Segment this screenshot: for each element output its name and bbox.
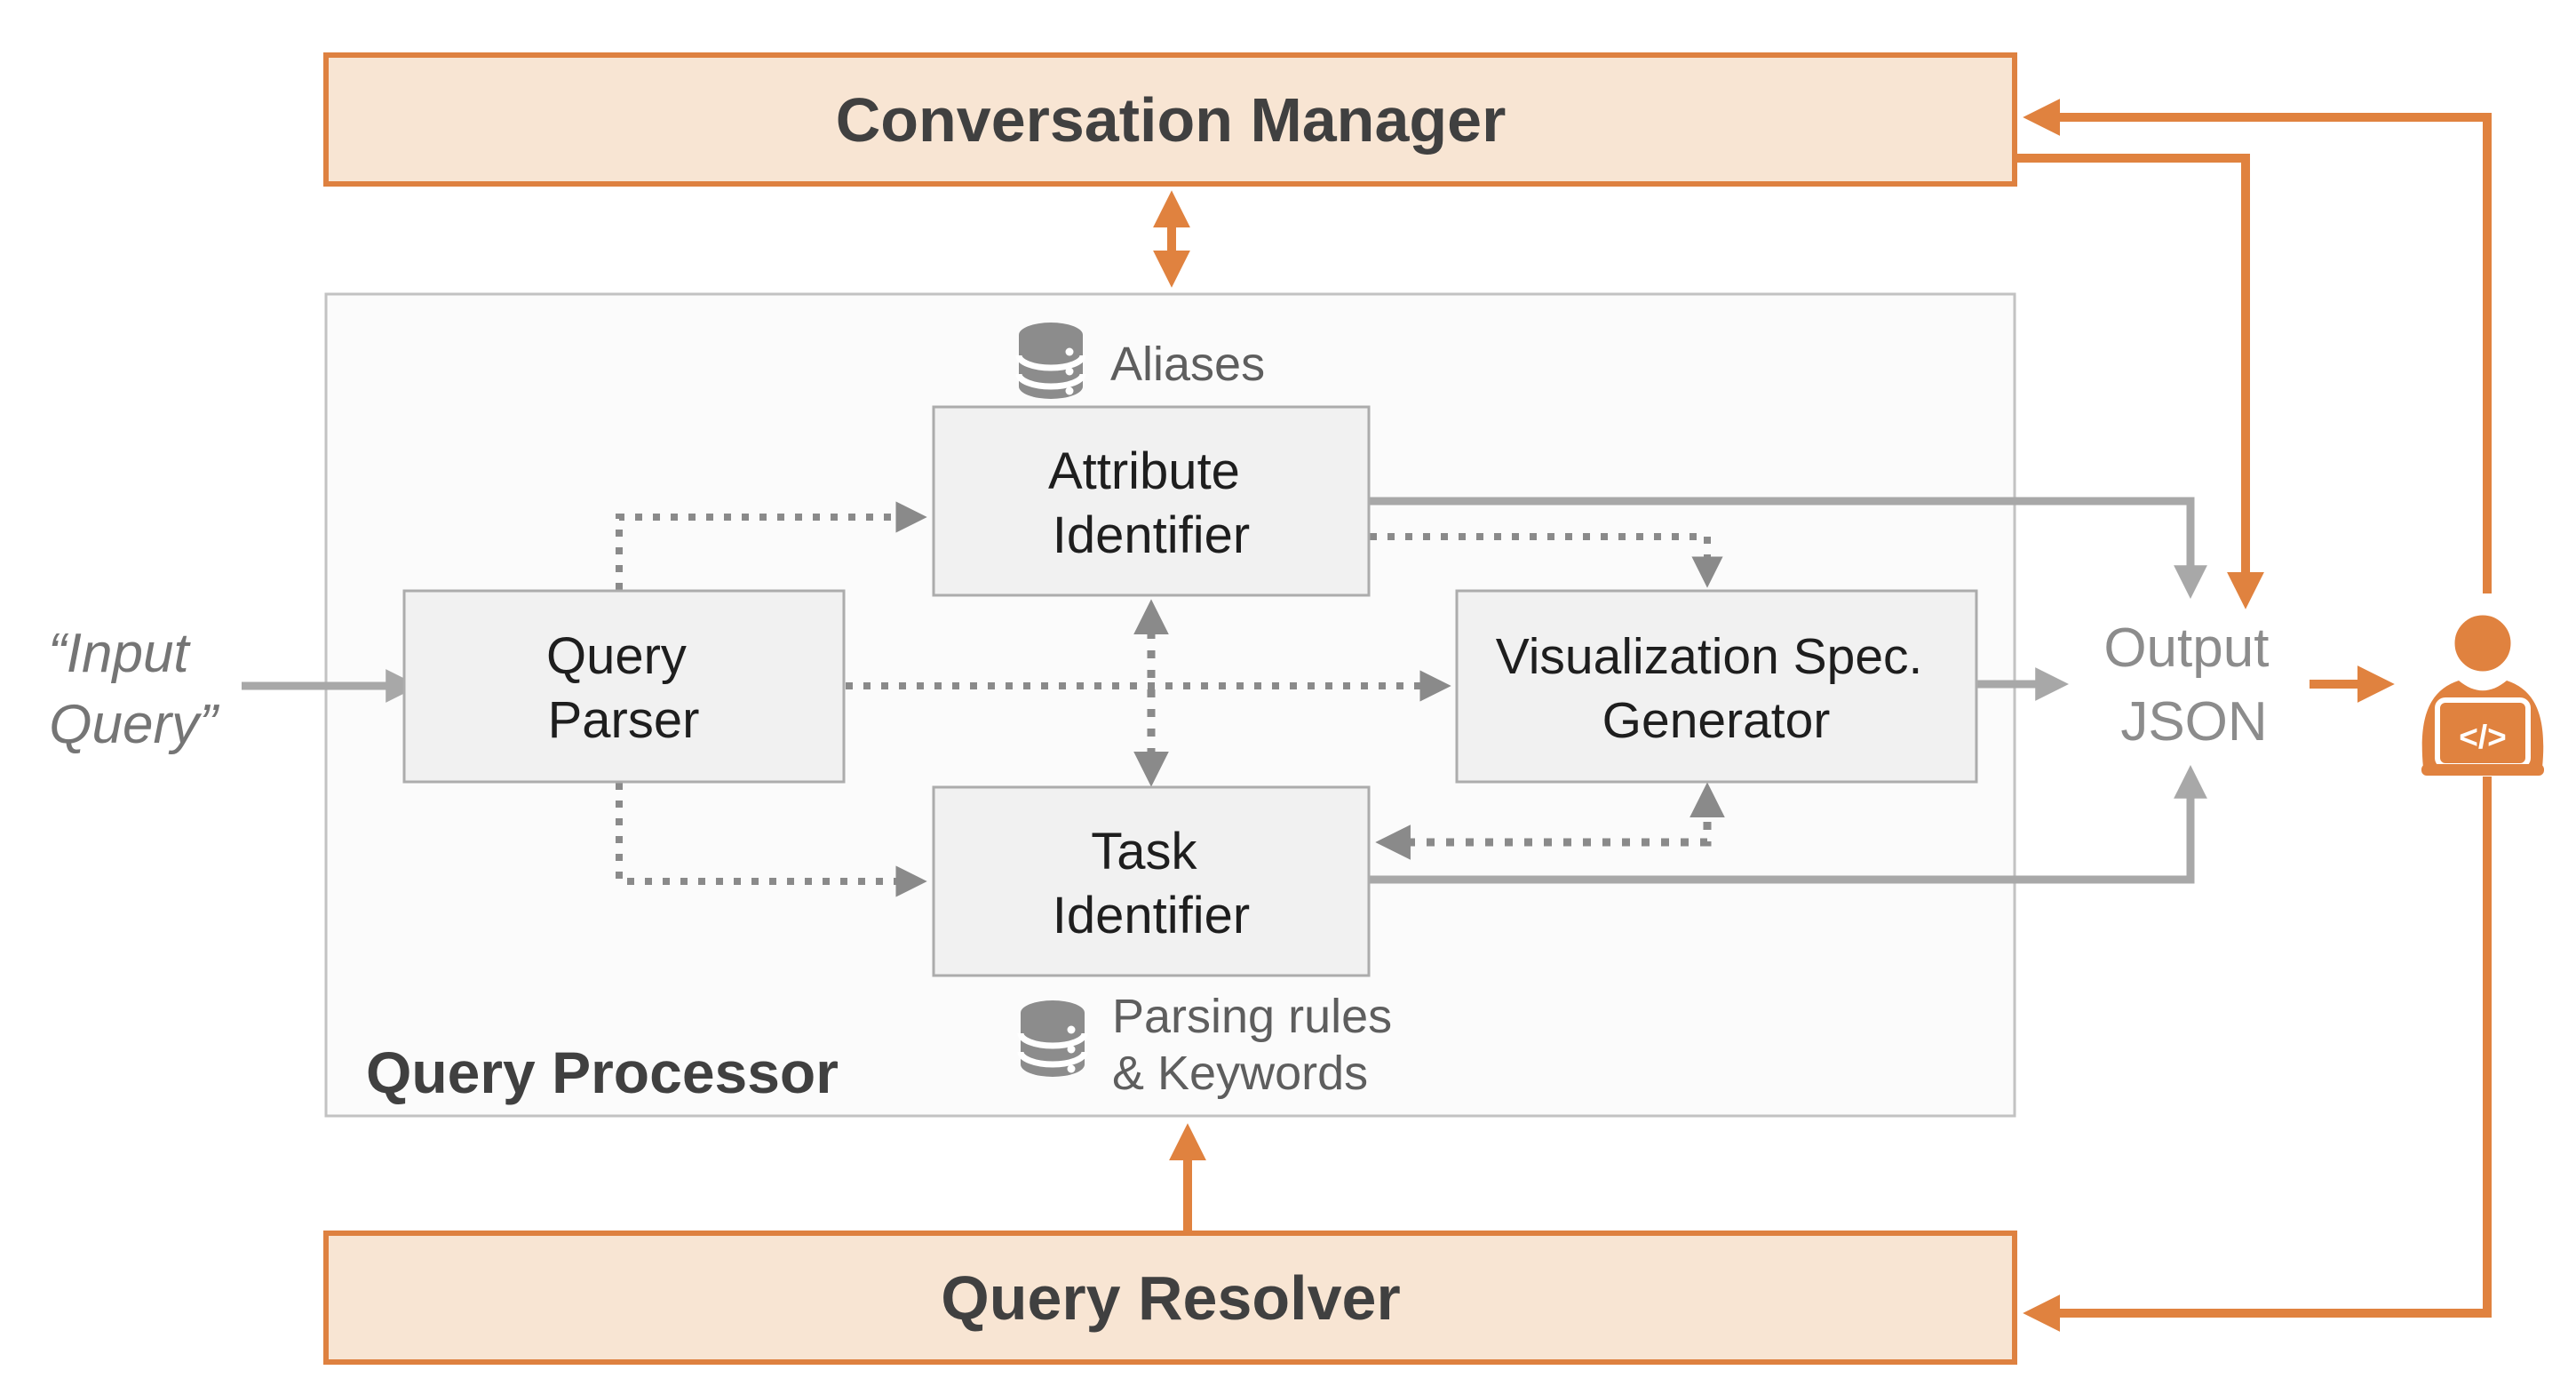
code-icon: </>: [2459, 719, 2507, 755]
task-identifier-label-line2: Identifier: [1053, 887, 1250, 944]
task-identifier-node: Task Identifier: [932, 785, 1371, 977]
svg-text:Visualization Spec. Gene: Visualization Spec. Generator: [1496, 628, 1936, 749]
arrow-user-to-query-resolver: [2023, 777, 2492, 1332]
output-json-label: Output JSON: [2103, 617, 2284, 753]
parsing-rules-datastore: Parsing rules & Keywords: [1017, 990, 1405, 1100]
parsing-rules-label-line1: Parsing rules: [1112, 990, 1392, 1043]
query-processor-label: Query Processor: [366, 1040, 839, 1105]
input-query-label: “Input Query”: [48, 623, 219, 755]
parsing-rules-label-line2: & Keywords: [1112, 1047, 1368, 1100]
arrow-task-identifier-to-output: [1370, 764, 2207, 884]
parsing-rules-database-icon: [1017, 1000, 1088, 1077]
query-parser-node: Query Parser: [402, 589, 846, 784]
attribute-identifier-label-line2: Identifier: [1053, 506, 1250, 564]
conversation-manager-box: [323, 52, 2017, 187]
arrow-user-to-conversation-manager: [2023, 99, 2492, 593]
svg-text:Query Parser: Query Parser: [546, 627, 701, 749]
arrow-task-viz-spec-bidirectional: [1375, 782, 1725, 860]
arrow-query-parser-to-task-identifier: [616, 783, 927, 897]
query-resolver-box: [323, 1231, 2017, 1365]
svg-text:Attribute Identifier: Attribute Identifier: [1048, 442, 1254, 564]
attribute-identifier-node: Attribute Identifier: [932, 405, 1371, 597]
aliases-datastore: Aliases: [1015, 323, 1265, 399]
arrow-attribute-identifier-to-viz-spec-generator: [1370, 533, 1723, 588]
query-parser-label-line1: Query: [546, 627, 687, 685]
viz-spec-generator-label-line2: Generator: [1602, 692, 1831, 749]
arrow-attribute-identifier-to-output: [1370, 497, 2207, 600]
svg-text:Parsing rules & Keywords: Parsing rules & Keywords: [1112, 990, 1405, 1100]
viz-spec-generator-node: Visualization Spec. Generator: [1455, 589, 1978, 784]
aliases-label: Aliases: [1110, 338, 1265, 391]
aliases-database-icon: [1015, 323, 1086, 399]
arrow-query-parser-to-attribute-identifier: [616, 501, 927, 590]
task-identifier-label-line1: Task: [1091, 823, 1197, 880]
query-parser-label-line2: Parser: [548, 691, 700, 749]
attribute-identifier-label-line1: Attribute: [1048, 442, 1240, 500]
query-resolver-label: Query Resolver: [941, 1263, 1400, 1333]
conversation-manager-label: Conversation Manager: [836, 85, 1507, 155]
viz-spec-generator-label-line1: Visualization Spec.: [1496, 628, 1923, 685]
svg-text:Task Identifier: Task Identifier: [1053, 823, 1250, 944]
arrow-conversation-manager-to-output: [2015, 154, 2264, 609]
user-icon: </>: [2421, 610, 2544, 776]
